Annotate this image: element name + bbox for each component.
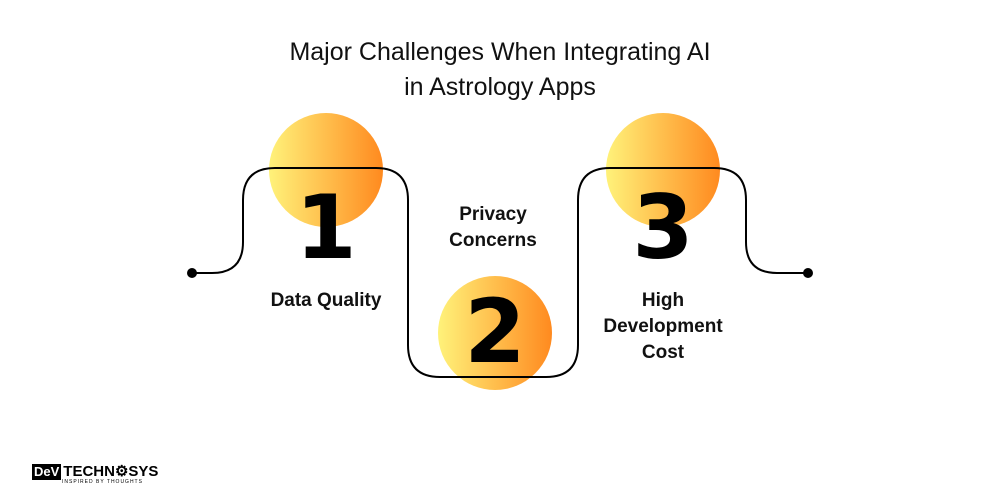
devtechnosys-logo: DeV TECHN⚙SYS INSPIRED BY THOUGHTS — [32, 463, 159, 485]
step-3-circle — [606, 113, 720, 227]
logo-tagline: INSPIRED BY THOUGHTS — [62, 479, 143, 485]
title-line-1: Major Challenges When Integrating AI — [289, 38, 711, 66]
step-1-circle — [269, 113, 383, 227]
step-3-label: High Development Cost — [603, 290, 723, 363]
step-2-number: 2 — [464, 280, 525, 383]
start-dot — [187, 268, 197, 278]
step-2-circle — [438, 276, 552, 390]
step-1-number: 1 — [295, 176, 356, 279]
step-2-label: Privacy Concerns — [449, 204, 537, 251]
logo-dev: DeV — [32, 464, 62, 480]
connector-line — [192, 167, 808, 378]
logo-name: TECHN⚙SYS — [63, 463, 159, 480]
title-line-2: in Astrology Apps — [404, 73, 596, 101]
end-dot — [803, 268, 813, 278]
step-3-number: 3 — [632, 176, 693, 279]
step-1-label: Data Quality — [270, 290, 382, 311]
